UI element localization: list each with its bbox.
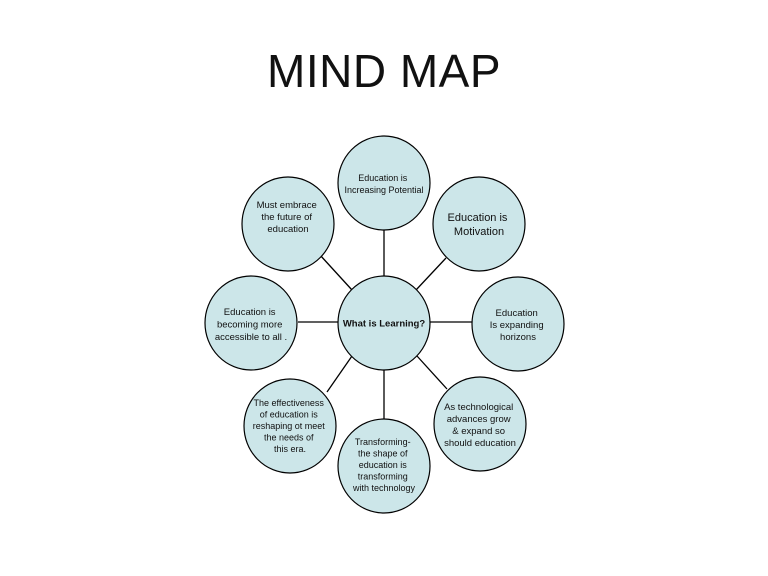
node-right-label-line: horizons [500,332,536,343]
node-center-label: What is Learning? [343,319,426,330]
node-top-left-label: Must embrace the future of education [257,200,320,235]
node-bottom-right-label: As technological advances grow & expand … [444,402,516,449]
connectors [298,230,472,420]
connector-top-left [319,254,353,291]
node-top-left-label-line: the future of [261,212,312,223]
node-bottom-left-circle [243,378,337,474]
node-top-circle [337,135,431,231]
node-bottom-left-label-line: this era. [274,444,306,454]
node-left-label-line: accessible to all . [215,332,287,343]
node-bottom-circle [337,418,431,514]
connector-bottom-right [416,355,448,390]
node-left-label-line: Education is [224,307,276,318]
node-bottom-left: The effectiveness of education is reshap… [243,378,337,474]
connector-bottom-left [326,355,353,393]
node-right-circle [471,276,565,372]
node-left: Education is becoming more accessible to… [204,275,298,371]
node-right-label-line: Is expanding [490,320,544,331]
node-bottom-right-label-line: should education [444,438,516,449]
node-bottom-left-label-line: The effectiveness [254,398,325,408]
page-title: MIND MAP [267,45,501,97]
node-bottom-right-label-line: As technological [444,402,513,413]
node-right: Education Is expanding horizons [471,276,565,372]
node-right-label-line: Education [496,308,538,319]
node-bottom-right-label-line: advances grow [447,414,511,425]
node-bottom-right-label-line: & expand so [452,426,505,437]
node-bottom: Transforming- the shape of education is … [337,418,431,514]
node-left-label: Education is becoming more accessible to… [215,307,287,343]
node-top: Education is Increasing Potential [337,135,431,231]
node-top-left-label-line: Must embrace [257,200,317,211]
node-bottom-label-line: education is [359,460,408,470]
connector-top-right [415,257,447,291]
node-top-left-circle [241,176,335,272]
node-bottom-label: Transforming- the shape of education is … [352,437,416,493]
node-top-label-line: Increasing Potential [344,185,423,195]
node-left-circle [204,275,298,371]
node-center-label-line: What is Learning? [343,319,426,330]
node-top-left-label-line: education [267,224,308,235]
node-top-right-label-line: Motivation [454,226,504,238]
node-bottom-left-label-line: reshaping ot meet [253,421,326,431]
node-top-left: Must embrace the future of education [241,176,335,272]
node-top-right-label: Education is Motivation [448,212,511,238]
node-bottom-label-line: the shape of [358,449,408,459]
node-top-right-circle [432,176,526,272]
node-top-label-line: Education is [358,173,408,183]
node-bottom-right: As technological advances grow & expand … [433,376,527,472]
node-left-label-line: becoming more [217,320,282,331]
node-center: What is Learning? [337,275,431,371]
node-bottom-left-label-line: the needs of [264,433,314,443]
node-bottom-left-label-line: of education is [260,410,319,420]
node-bottom-left-label: The effectiveness of education is reshap… [253,398,328,454]
node-top-label: Education is Increasing Potential [344,173,423,195]
node-bottom-right-circle [433,376,527,472]
node-bottom-label-line: with technology [352,483,416,493]
node-right-label: Education Is expanding horizons [490,308,547,343]
node-bottom-label-line: Transforming- [355,437,411,447]
node-bottom-label-line: transforming [358,472,408,482]
node-center-circle [337,275,431,371]
node-top-right: Education is Motivation [432,176,526,272]
node-top-right-label-line: Education is [448,212,508,224]
